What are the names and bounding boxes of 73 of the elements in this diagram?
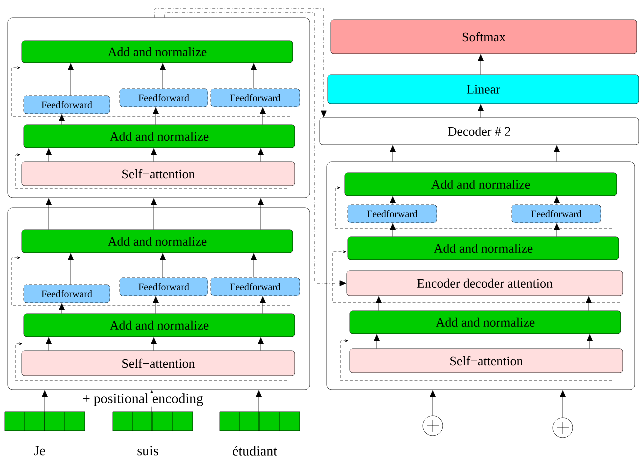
feedforward-box: Feedforward bbox=[120, 88, 208, 108]
add-circle bbox=[422, 416, 444, 436]
norm-layer-box: Add and normalize bbox=[22, 230, 294, 254]
attention-box: Self−attention bbox=[350, 348, 624, 374]
feedforward-box: Feedforward bbox=[24, 284, 110, 304]
arrow bbox=[554, 196, 560, 205]
norm-layer-box: Add and normalize bbox=[24, 124, 296, 148]
block-frame bbox=[8, 208, 310, 390]
arrow bbox=[46, 338, 52, 351]
feedforward-box: Feedforward bbox=[120, 278, 208, 296]
add-circle bbox=[552, 418, 574, 438]
layer-box: Linear bbox=[328, 74, 640, 104]
block-frame bbox=[326, 162, 636, 390]
arrow bbox=[251, 254, 257, 278]
arrow bbox=[68, 64, 74, 96]
arrow bbox=[153, 108, 159, 125]
feedforward-box: Feedforward bbox=[512, 204, 602, 224]
arrow bbox=[42, 390, 48, 432]
feedforward-box: Feedforward bbox=[24, 96, 110, 114]
layer-box: Decoder # 2 bbox=[320, 118, 640, 146]
attention-box: Self−attention bbox=[22, 350, 296, 376]
norm-layer-box: Add and normalize bbox=[344, 172, 618, 196]
feedforward-box: Feedforward bbox=[210, 278, 300, 296]
arrow bbox=[46, 198, 52, 230]
arrow bbox=[151, 198, 157, 230]
arrow bbox=[390, 224, 396, 237]
word-label: Je bbox=[34, 446, 46, 456]
arrow bbox=[554, 224, 560, 237]
arrow bbox=[68, 254, 74, 285]
arrow bbox=[376, 296, 382, 311]
word-label: suis bbox=[138, 446, 158, 456]
feedforward-box: Feedforward bbox=[348, 204, 438, 224]
arrow bbox=[59, 114, 65, 125]
layer-box: Softmax bbox=[330, 20, 638, 54]
embedding-vector bbox=[112, 412, 194, 432]
embedding-vector bbox=[4, 412, 86, 432]
arrow bbox=[587, 334, 593, 349]
arrow bbox=[554, 146, 560, 162]
arrow bbox=[478, 104, 484, 118]
arrow bbox=[258, 198, 264, 230]
arrow bbox=[154, 8, 327, 118]
arrow bbox=[251, 64, 257, 89]
embedding-vector bbox=[220, 412, 300, 432]
note-label: + positional encoding bbox=[82, 393, 204, 407]
arrow bbox=[160, 254, 166, 278]
attention-box: Encoder decoder attention bbox=[346, 270, 624, 296]
arrow bbox=[390, 196, 396, 205]
arrow bbox=[430, 390, 436, 416]
arrow bbox=[160, 64, 166, 89]
arrow bbox=[258, 148, 264, 162]
arrow bbox=[46, 148, 52, 162]
word-label: étudiant bbox=[233, 446, 278, 456]
arrow bbox=[586, 296, 592, 311]
feedforward-box: Feedforward bbox=[210, 88, 300, 108]
arrow bbox=[256, 390, 262, 432]
norm-layer-box: Add and normalize bbox=[24, 314, 296, 338]
arrow bbox=[151, 148, 157, 162]
arrow bbox=[258, 338, 264, 351]
attention-box: Self−attention bbox=[22, 162, 296, 186]
norm-layer-box: Add and normalize bbox=[348, 236, 620, 260]
arrow bbox=[560, 390, 566, 418]
arrow bbox=[164, 12, 346, 286]
block-frame bbox=[8, 18, 310, 198]
arrow bbox=[153, 296, 159, 314]
norm-layer-box: Add and normalize bbox=[350, 310, 622, 334]
arrow bbox=[390, 146, 396, 162]
arrow bbox=[478, 54, 484, 75]
arrow bbox=[374, 334, 380, 349]
arrow bbox=[260, 108, 266, 125]
norm-layer-box: Add and normalize bbox=[22, 40, 294, 64]
arrow bbox=[260, 296, 266, 314]
arrow bbox=[59, 304, 65, 314]
arrow bbox=[151, 338, 157, 351]
